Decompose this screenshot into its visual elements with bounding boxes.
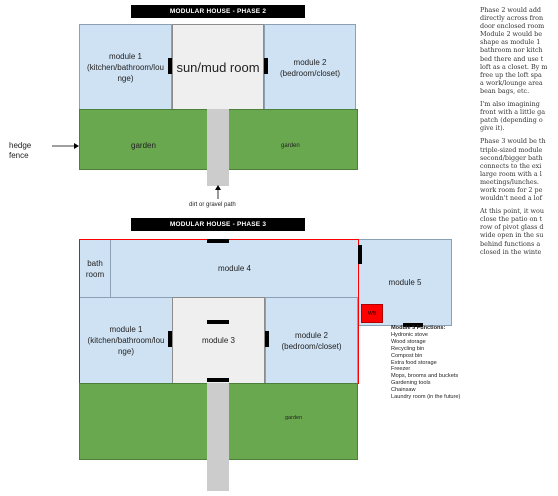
description-text: Phase 2 would add directly across fron d… <box>480 6 558 261</box>
text-line: connects to the exi <box>480 161 542 170</box>
hedge-fence-label: hedge fence <box>9 141 32 160</box>
function-item: Recycling bin <box>391 345 425 352</box>
text-line: I'm also imagining <box>480 100 540 109</box>
phase3-door-mid <box>207 320 229 324</box>
text-line: close the patio on t <box>480 215 543 224</box>
function-item: Extra food storage <box>391 359 437 366</box>
phase3-module2: module 2 (bedroom/closet) <box>265 297 358 384</box>
paragraph-phase3: Phase 3 would be th triple-sized module … <box>480 137 558 202</box>
phase2-garden-left-label: garden <box>131 141 156 150</box>
phase3-module1: module 1 (kitchen/bathroom/lou nge) <box>79 297 173 384</box>
phase3-door-m2 <box>265 331 269 347</box>
hedge-arrow <box>52 143 79 149</box>
text-line: work room for 2 pe <box>480 185 543 194</box>
phase3-door-m5-bottom <box>403 323 423 327</box>
function-item: Laundry room (in the future) <box>391 394 461 401</box>
function-item: Hydronic stove <box>391 331 428 338</box>
text-line: front with a little ga <box>480 108 546 117</box>
text-line: bed there and use t <box>480 54 544 63</box>
text-line: second/bigger bath <box>480 153 543 162</box>
text-line: closed in the winte <box>480 247 542 256</box>
function-item: Chainsaw <box>391 387 416 394</box>
text-line: bean bags, etc. <box>480 86 530 95</box>
phase3-door-m4-m5 <box>358 245 362 264</box>
text-line: row of pivot glass d <box>480 223 544 232</box>
text-line: shape as module 1 <box>480 38 541 47</box>
module5-functions-title: Module 5 Functions: <box>391 325 446 331</box>
function-item: Mops, brooms and buckets <box>391 373 459 380</box>
phase3-banner: MODULAR HOUSE - PHASE 3 <box>131 218 305 231</box>
path-arrow <box>215 185 221 199</box>
function-item: Freezer <box>391 366 411 373</box>
paragraph-patio: At this point, it wou close the patio on… <box>480 207 558 256</box>
phase3-door-top <box>207 239 229 243</box>
phase2-door-right <box>264 58 268 74</box>
text-line: meetings/lunches. <box>480 177 539 186</box>
paragraph-garden: I'm also imagining front with a little g… <box>480 100 558 132</box>
phase3-module3: module 3 <box>172 297 265 384</box>
text-line: directly across fron <box>480 14 544 23</box>
phase3-module4: module 4 <box>110 239 359 298</box>
text-line: triple-sized module <box>480 145 543 154</box>
text-line: a work/lounge area <box>480 78 543 87</box>
text-line: give it). <box>480 124 505 133</box>
text-line: Phase 3 would be th <box>480 137 546 146</box>
phase2-banner: MODULAR HOUSE - PHASE 2 <box>131 5 305 18</box>
phase2-module1: module 1 (kitchen/bathroom/lou nge) <box>79 24 172 111</box>
text-line: wouldn't need a lof <box>480 194 542 203</box>
function-item: Compost bin <box>391 352 423 359</box>
phase3-red-box: WB <box>361 304 383 323</box>
text-line: wide open in the su <box>480 231 544 240</box>
phase2-door-left <box>168 58 172 74</box>
text-line: behind functions a <box>480 239 541 248</box>
phase3-door-m1 <box>168 331 172 347</box>
phase3-door-bottom <box>207 378 229 382</box>
phase2-garden-right-label: garden <box>281 143 300 149</box>
function-item: Wood storage <box>391 338 426 345</box>
module5-functions: Module 5 Functions: Hydronic stove Wood … <box>391 325 460 401</box>
text-line: Module 2 would be <box>480 30 543 39</box>
phase3-house-outline <box>79 239 359 384</box>
text-line: loft as a closet. By m <box>480 62 548 71</box>
function-item: Gardening tools <box>391 380 431 387</box>
phase2-module2: module 2 (bedroom/closet) <box>264 24 356 111</box>
phase2-sunroom: sun/mud room <box>172 24 264 111</box>
text-line: bathroom nor kitch <box>480 46 543 55</box>
text-line: Phase 2 would add <box>480 6 542 14</box>
phase3-garden-label: garden <box>285 415 303 421</box>
path-label: dirt or gravel path <box>189 202 236 208</box>
text-line: large room with a l <box>480 169 542 178</box>
text-line: door enclosed room <box>480 22 545 31</box>
text-line: At this point, it wou <box>480 207 544 216</box>
text-line: free up the loft spa <box>480 70 542 79</box>
paragraph-phase2: Phase 2 would add directly across fron d… <box>480 6 558 95</box>
phase2-path <box>207 109 229 186</box>
phase3-path <box>207 383 229 491</box>
text-line: patch (depending o <box>480 116 543 125</box>
